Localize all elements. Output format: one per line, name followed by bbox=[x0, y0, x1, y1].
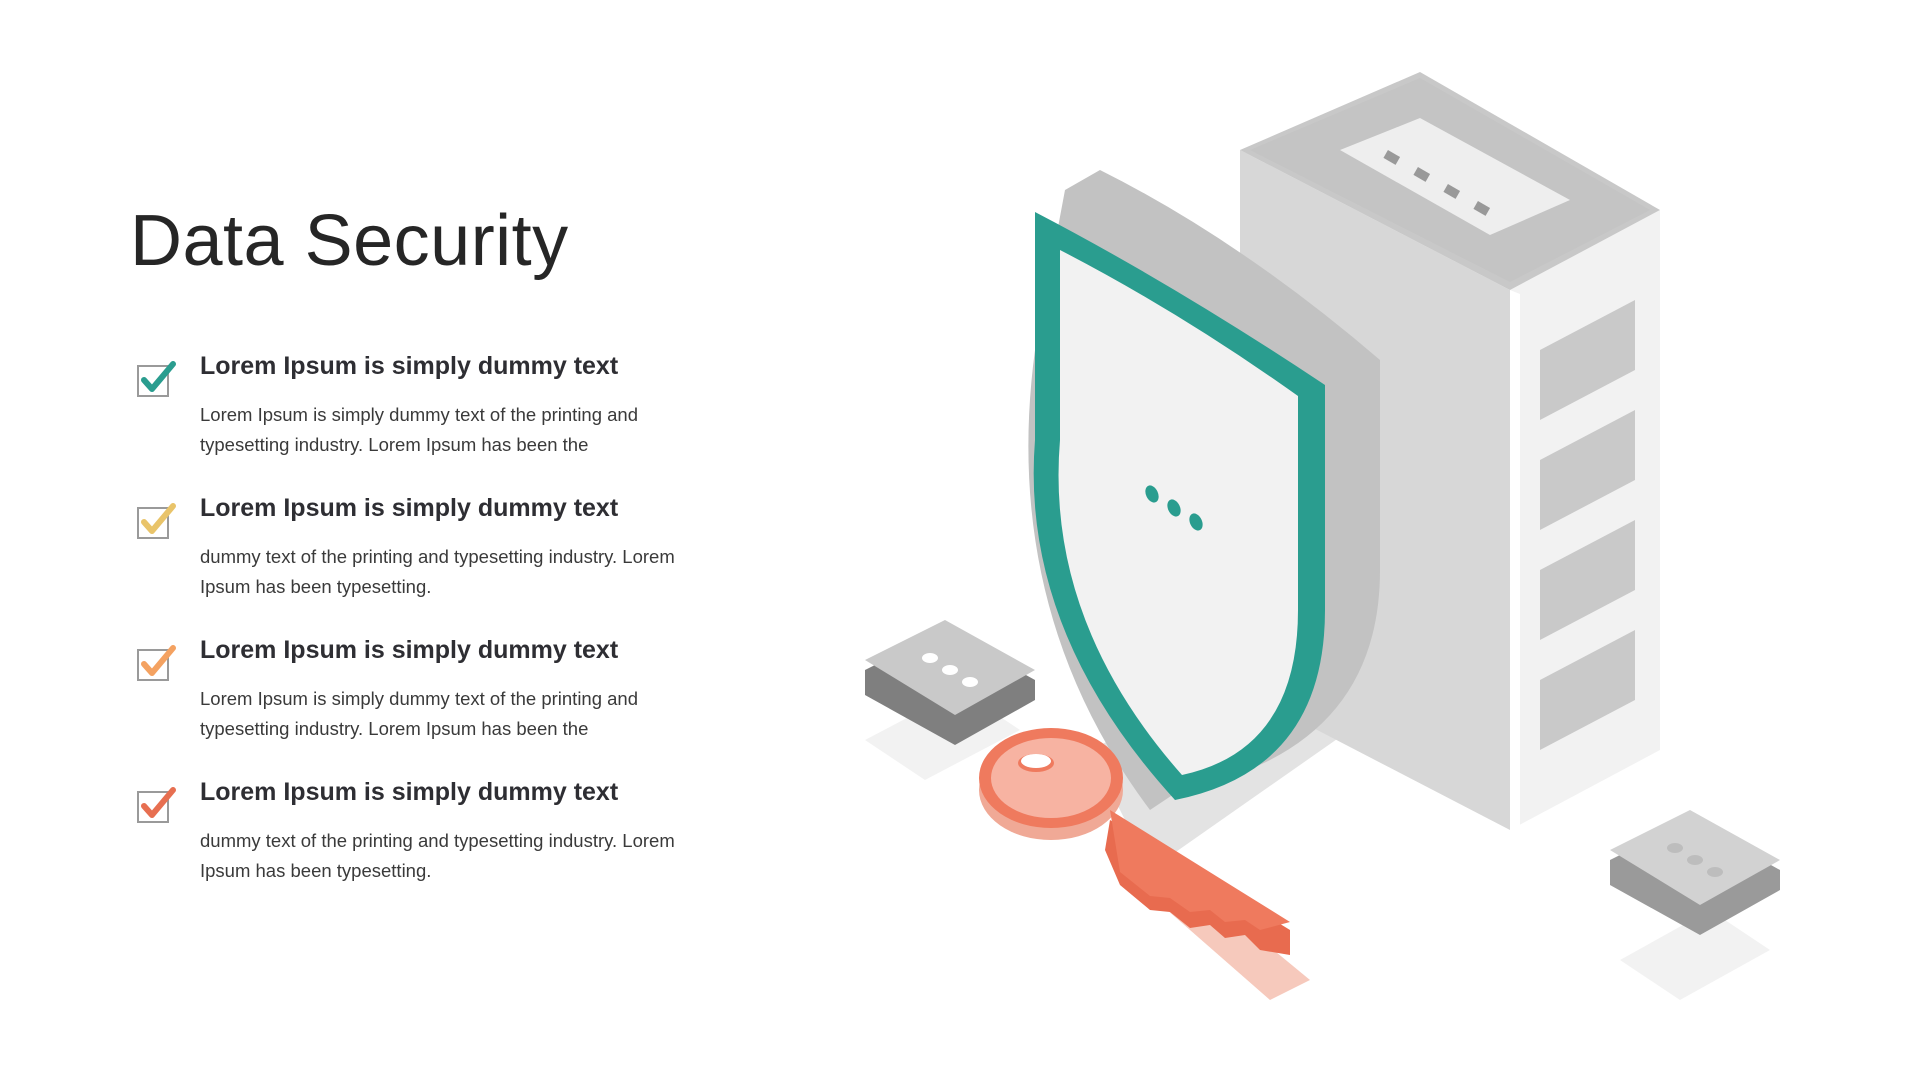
list-item: Lorem Ipsum is simply dummy text Lorem I… bbox=[130, 634, 730, 776]
shield-dot bbox=[1189, 513, 1203, 531]
data-security-illustration bbox=[865, 72, 1780, 1000]
server-light bbox=[1383, 150, 1401, 165]
item-description: dummy text of the printing and typesetti… bbox=[200, 546, 675, 597]
server-vent bbox=[1540, 410, 1635, 530]
item-description: dummy text of the printing and typesetti… bbox=[200, 830, 675, 881]
item-heading: Lorem Ipsum is simply dummy text bbox=[200, 352, 619, 380]
shield-dot bbox=[1167, 499, 1181, 517]
key-icon bbox=[979, 728, 1310, 1000]
chip-icon bbox=[865, 620, 1035, 780]
checkbox-checked-icon bbox=[137, 361, 176, 397]
checkbox-checked-icon bbox=[137, 503, 176, 539]
item-description: Lorem Ipsum is simply dummy text of the … bbox=[200, 404, 639, 455]
item-heading: Lorem Ipsum is simply dummy text bbox=[200, 778, 619, 806]
shield-icon bbox=[1028, 170, 1380, 810]
server-vent bbox=[1540, 630, 1635, 750]
item-heading: Lorem Ipsum is simply dummy text bbox=[200, 636, 619, 664]
checkbox-checked-icon bbox=[137, 787, 176, 823]
checkbox-checked-icon bbox=[137, 645, 176, 681]
server-light bbox=[1413, 167, 1431, 182]
server-vent bbox=[1540, 520, 1635, 640]
list-item: Lorem Ipsum is simply dummy text dummy t… bbox=[130, 492, 730, 634]
server-vent bbox=[1540, 300, 1635, 420]
list-item: Lorem Ipsum is simply dummy text dummy t… bbox=[130, 776, 730, 918]
item-heading: Lorem Ipsum is simply dummy text bbox=[200, 494, 619, 522]
server-light bbox=[1473, 201, 1491, 216]
page-title: Data Security bbox=[130, 201, 569, 281]
list-item: Lorem Ipsum is simply dummy text Lorem I… bbox=[130, 350, 730, 492]
server-light bbox=[1443, 184, 1461, 199]
feature-list: Lorem Ipsum is simply dummy text Lorem I… bbox=[130, 350, 730, 918]
chip-icon bbox=[1610, 810, 1780, 1000]
item-description: Lorem Ipsum is simply dummy text of the … bbox=[200, 688, 639, 739]
shield-dot bbox=[1145, 485, 1159, 503]
